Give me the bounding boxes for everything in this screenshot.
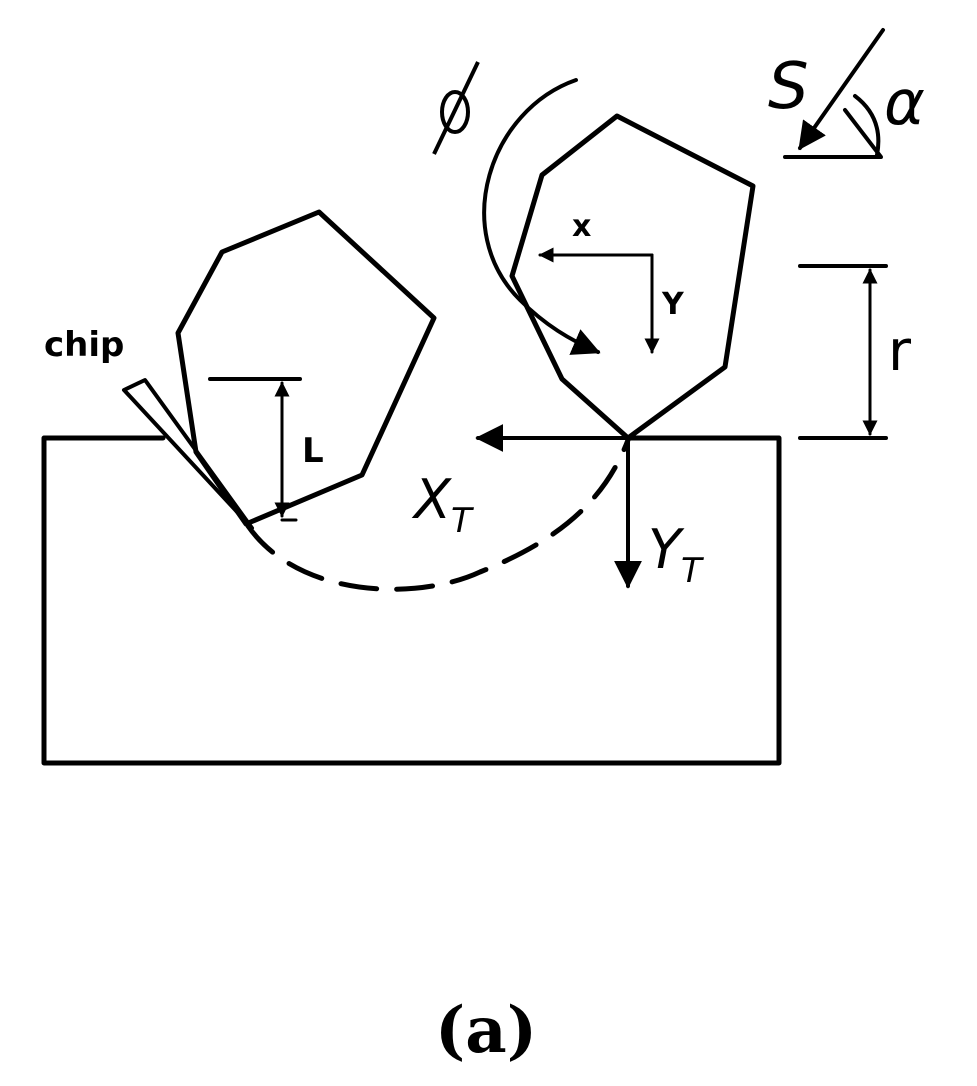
label-yt: YT <box>648 518 704 591</box>
label-s: S <box>768 50 809 124</box>
label-xt-main: X <box>411 468 452 531</box>
label-xt-sub: T <box>451 501 474 541</box>
chip <box>122 378 254 530</box>
label-xt: XT <box>411 468 474 541</box>
label-yt-sub: T <box>681 551 704 591</box>
label-l: L <box>302 431 324 471</box>
figure-caption: (a) <box>435 993 537 1068</box>
right-abrasive-grain <box>509 113 756 441</box>
alpha-angle-arc <box>853 94 881 157</box>
alpha-angle-base <box>783 108 883 159</box>
label-chip: chip <box>44 325 124 365</box>
phi-symbol <box>432 61 480 155</box>
label-x: x <box>572 209 591 244</box>
label-yt-main: Y <box>648 518 685 581</box>
workpiece <box>41 435 782 766</box>
label-alpha: α <box>884 66 925 139</box>
feed-direction-arrow <box>798 28 885 151</box>
tool-path-dashed <box>245 437 631 592</box>
rotation-arc <box>482 78 601 355</box>
label-y: Y <box>661 287 685 322</box>
label-r: r <box>888 319 912 384</box>
